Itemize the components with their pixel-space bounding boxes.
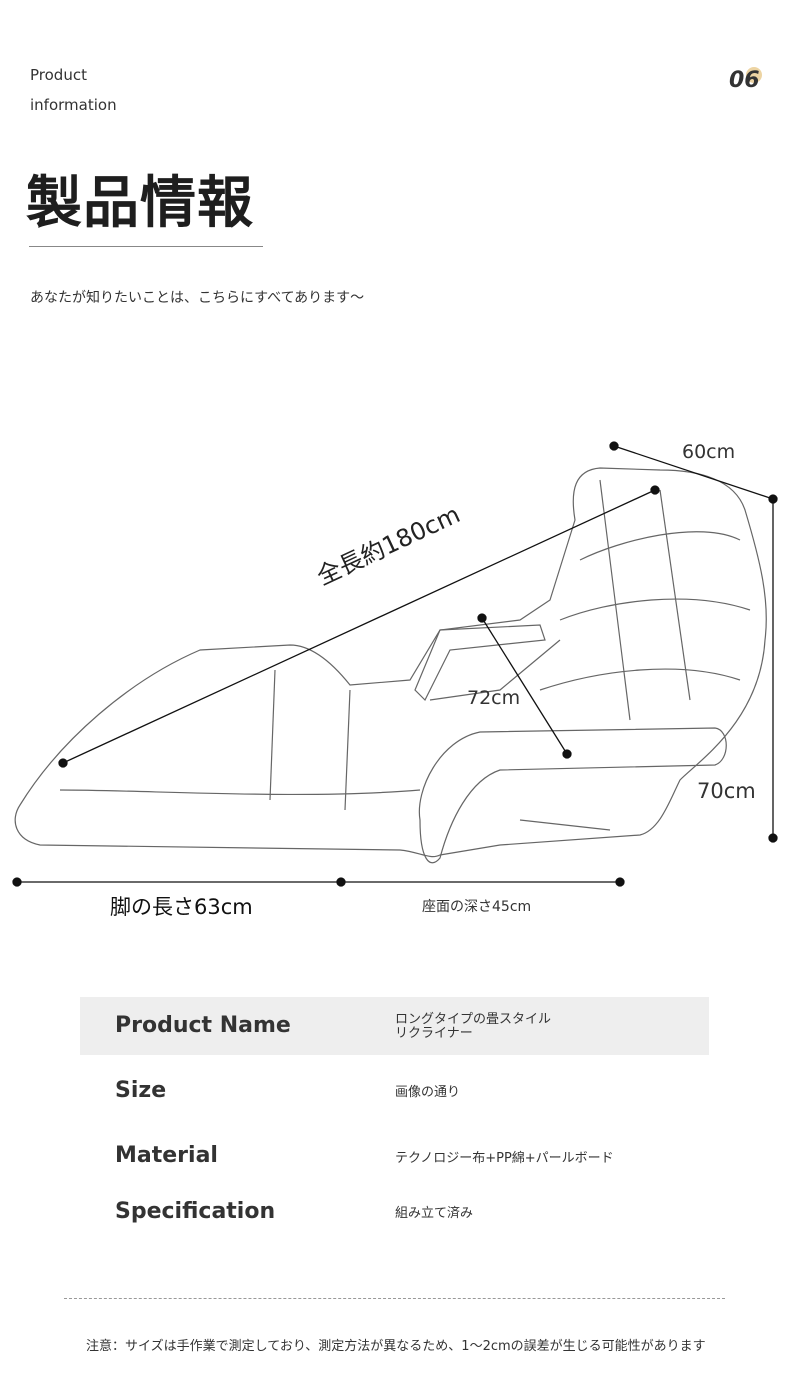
subtitle: あなたが知りたいことは、こちらにすべてあります～ xyxy=(30,290,365,306)
eyebrow-information: information xyxy=(30,96,117,114)
spec-label-specification: Specification xyxy=(115,1199,276,1224)
spec-value-specification: 組み立て済み xyxy=(395,1206,474,1221)
spec-label-product-name: Product Name xyxy=(115,1013,291,1038)
eyebrow-product: Product xyxy=(30,66,87,84)
leg-length-label: 脚の長さ63cm xyxy=(110,895,253,919)
width-label: 60cm xyxy=(682,441,736,463)
spec-label-material: Material xyxy=(115,1143,218,1168)
spec-value-material: テクノロジー布+PP綿+パールボード xyxy=(395,1151,614,1166)
title-divider xyxy=(29,246,263,247)
recliner-diagram xyxy=(12,441,778,887)
spec-highlight-band xyxy=(80,997,709,1055)
accent-dot xyxy=(746,67,762,83)
page-number: 06 xyxy=(729,68,760,93)
page-title: 製品情報 xyxy=(26,171,254,236)
dimension-lines xyxy=(12,441,778,887)
back-length-label: 72cm xyxy=(467,687,521,709)
seat-depth-label: 座面の深さ45cm xyxy=(422,899,532,915)
spec-value-product-name-2: リクライナー xyxy=(395,1026,473,1041)
dashed-divider xyxy=(64,1298,725,1299)
height-label: 70cm xyxy=(697,779,756,803)
spec-value-size: 画像の通り xyxy=(395,1085,461,1100)
spec-label-size: Size xyxy=(115,1078,167,1103)
recliner-sketch xyxy=(14,467,767,864)
spec-value-product-name-1: ロングタイプの畳スタイル xyxy=(395,1012,552,1027)
measurement-note: 注意：サイズは手作業で測定しており、測定方法が異なるため、1～2cmの誤差が生じ… xyxy=(86,1339,706,1354)
